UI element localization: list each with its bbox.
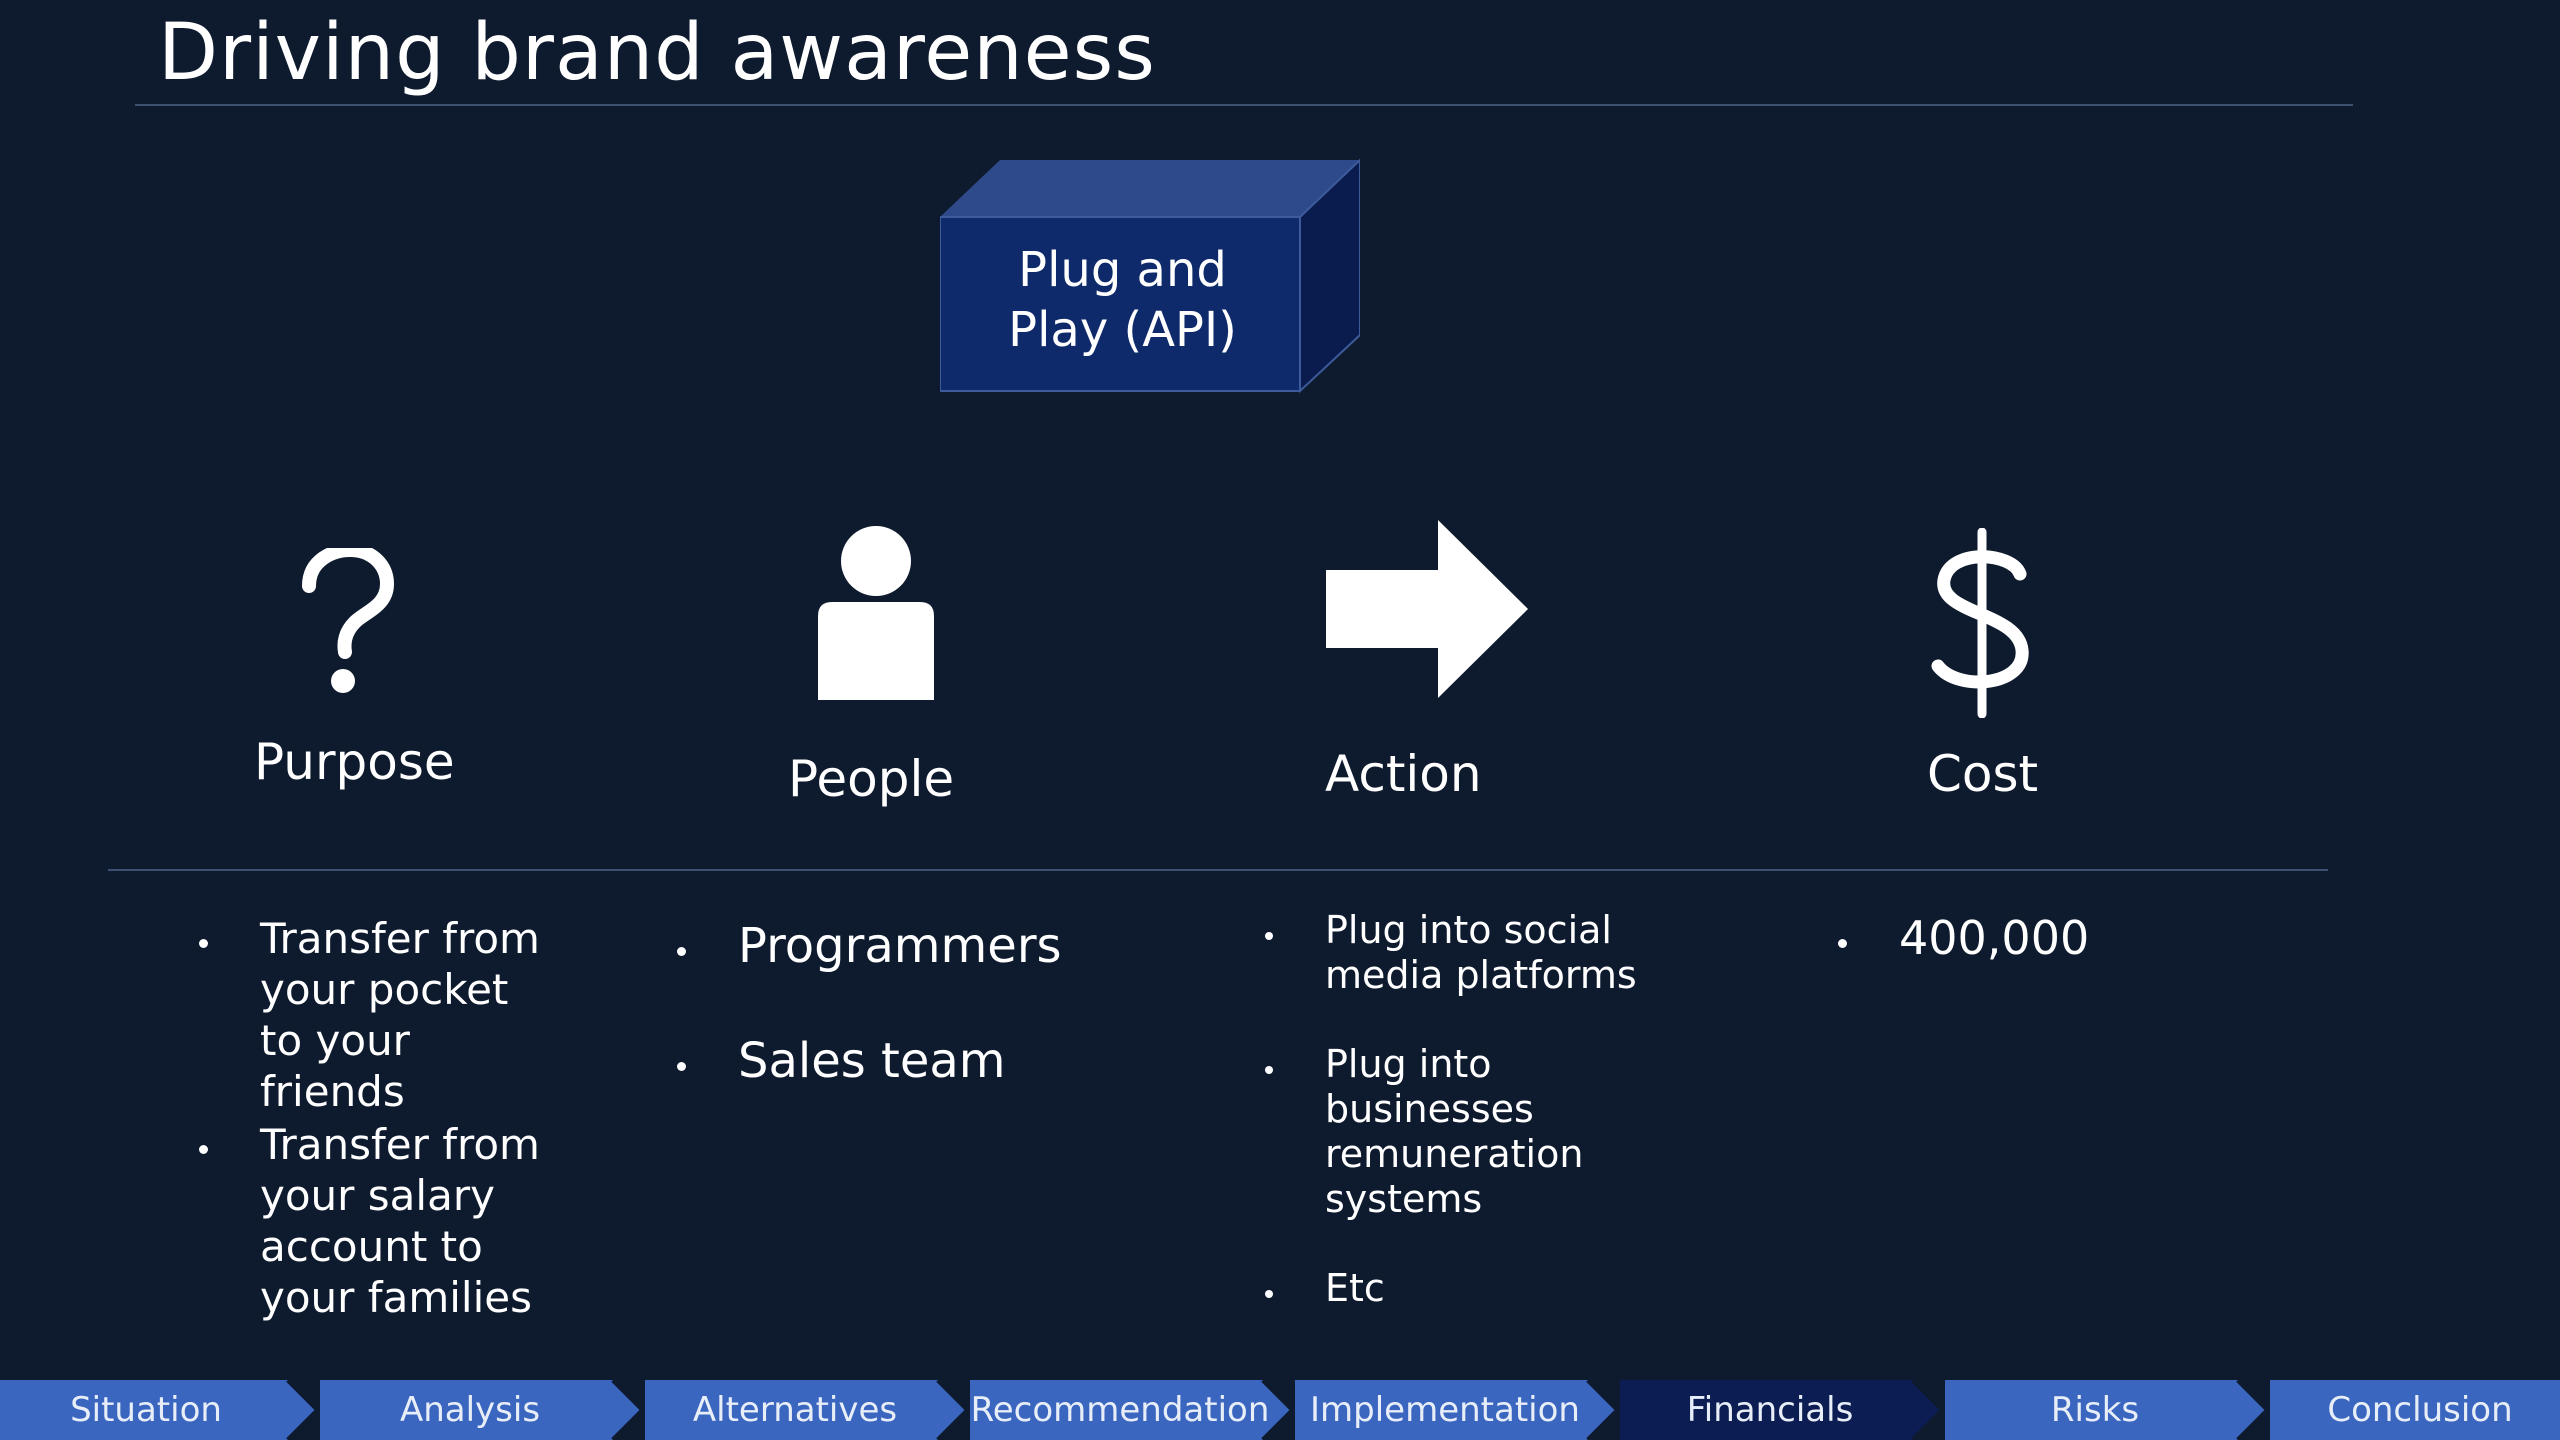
list-item: Etc xyxy=(1265,1266,1685,1311)
nav-item-implementation[interactable]: Implementation xyxy=(1295,1380,1620,1440)
nav-label: Implementation xyxy=(1310,1390,1580,1430)
people-bullets: Programmers Sales team xyxy=(677,917,1157,1147)
people-label: People xyxy=(788,750,955,808)
box-label-line-2: Play (API) xyxy=(1008,302,1237,358)
plug-and-play-label: Plug and Play (API) xyxy=(950,240,1295,360)
nav-label: Alternatives xyxy=(692,1390,898,1430)
list-item: Transfer from your pocket to your friend… xyxy=(199,913,559,1117)
dollar-icon xyxy=(1931,528,2029,718)
slide-title: Driving brand awareness xyxy=(158,8,1156,98)
purpose-label: Purpose xyxy=(254,733,455,791)
list-item: Sales team xyxy=(677,1032,1157,1090)
list-item: Programmers xyxy=(677,917,1157,975)
action-bullets: Plug into social media platforms Plug in… xyxy=(1265,908,1685,1355)
columns-divider xyxy=(108,869,2328,871)
nav-label: Analysis xyxy=(399,1390,541,1430)
nav-item-alternatives[interactable]: Alternatives xyxy=(645,1380,970,1440)
person-icon xyxy=(818,526,934,700)
list-item: Transfer from your salary account to you… xyxy=(199,1119,559,1323)
list-item: 400,000 xyxy=(1838,910,2238,966)
purpose-bullets: Transfer from your pocket to your friend… xyxy=(199,913,559,1325)
list-item: Plug into social media platforms xyxy=(1265,908,1685,998)
nav-label: Conclusion xyxy=(2327,1390,2513,1430)
list-item: Plug into businesses remuneration system… xyxy=(1265,1042,1685,1222)
nav-item-conclusion[interactable]: Conclusion xyxy=(2270,1380,2560,1440)
plug-and-play-cube xyxy=(940,158,1360,394)
nav-label: Recommendation xyxy=(970,1390,1270,1430)
arrow-right-icon xyxy=(1326,520,1528,698)
nav-item-financials[interactable]: Financials xyxy=(1620,1380,1945,1440)
nav-label: Risks xyxy=(2050,1390,2140,1430)
nav-label: Financials xyxy=(1686,1390,1854,1430)
nav-label: Situation xyxy=(70,1390,222,1430)
nav-item-situation[interactable]: Situation xyxy=(0,1380,320,1440)
action-label: Action xyxy=(1325,745,1482,803)
title-divider xyxy=(135,104,2353,106)
nav-item-recommendation[interactable]: Recommendation xyxy=(970,1380,1295,1440)
question-mark-icon xyxy=(302,548,395,693)
cost-label: Cost xyxy=(1927,745,2039,803)
cost-bullets: 400,000 xyxy=(1838,910,2238,966)
nav-item-risks[interactable]: Risks xyxy=(1945,1380,2270,1440)
section-nav-bar: Situation Analysis Alternatives Recommen… xyxy=(0,1380,2560,1440)
nav-item-analysis[interactable]: Analysis xyxy=(320,1380,645,1440)
box-label-line-1: Plug and xyxy=(1018,242,1227,298)
